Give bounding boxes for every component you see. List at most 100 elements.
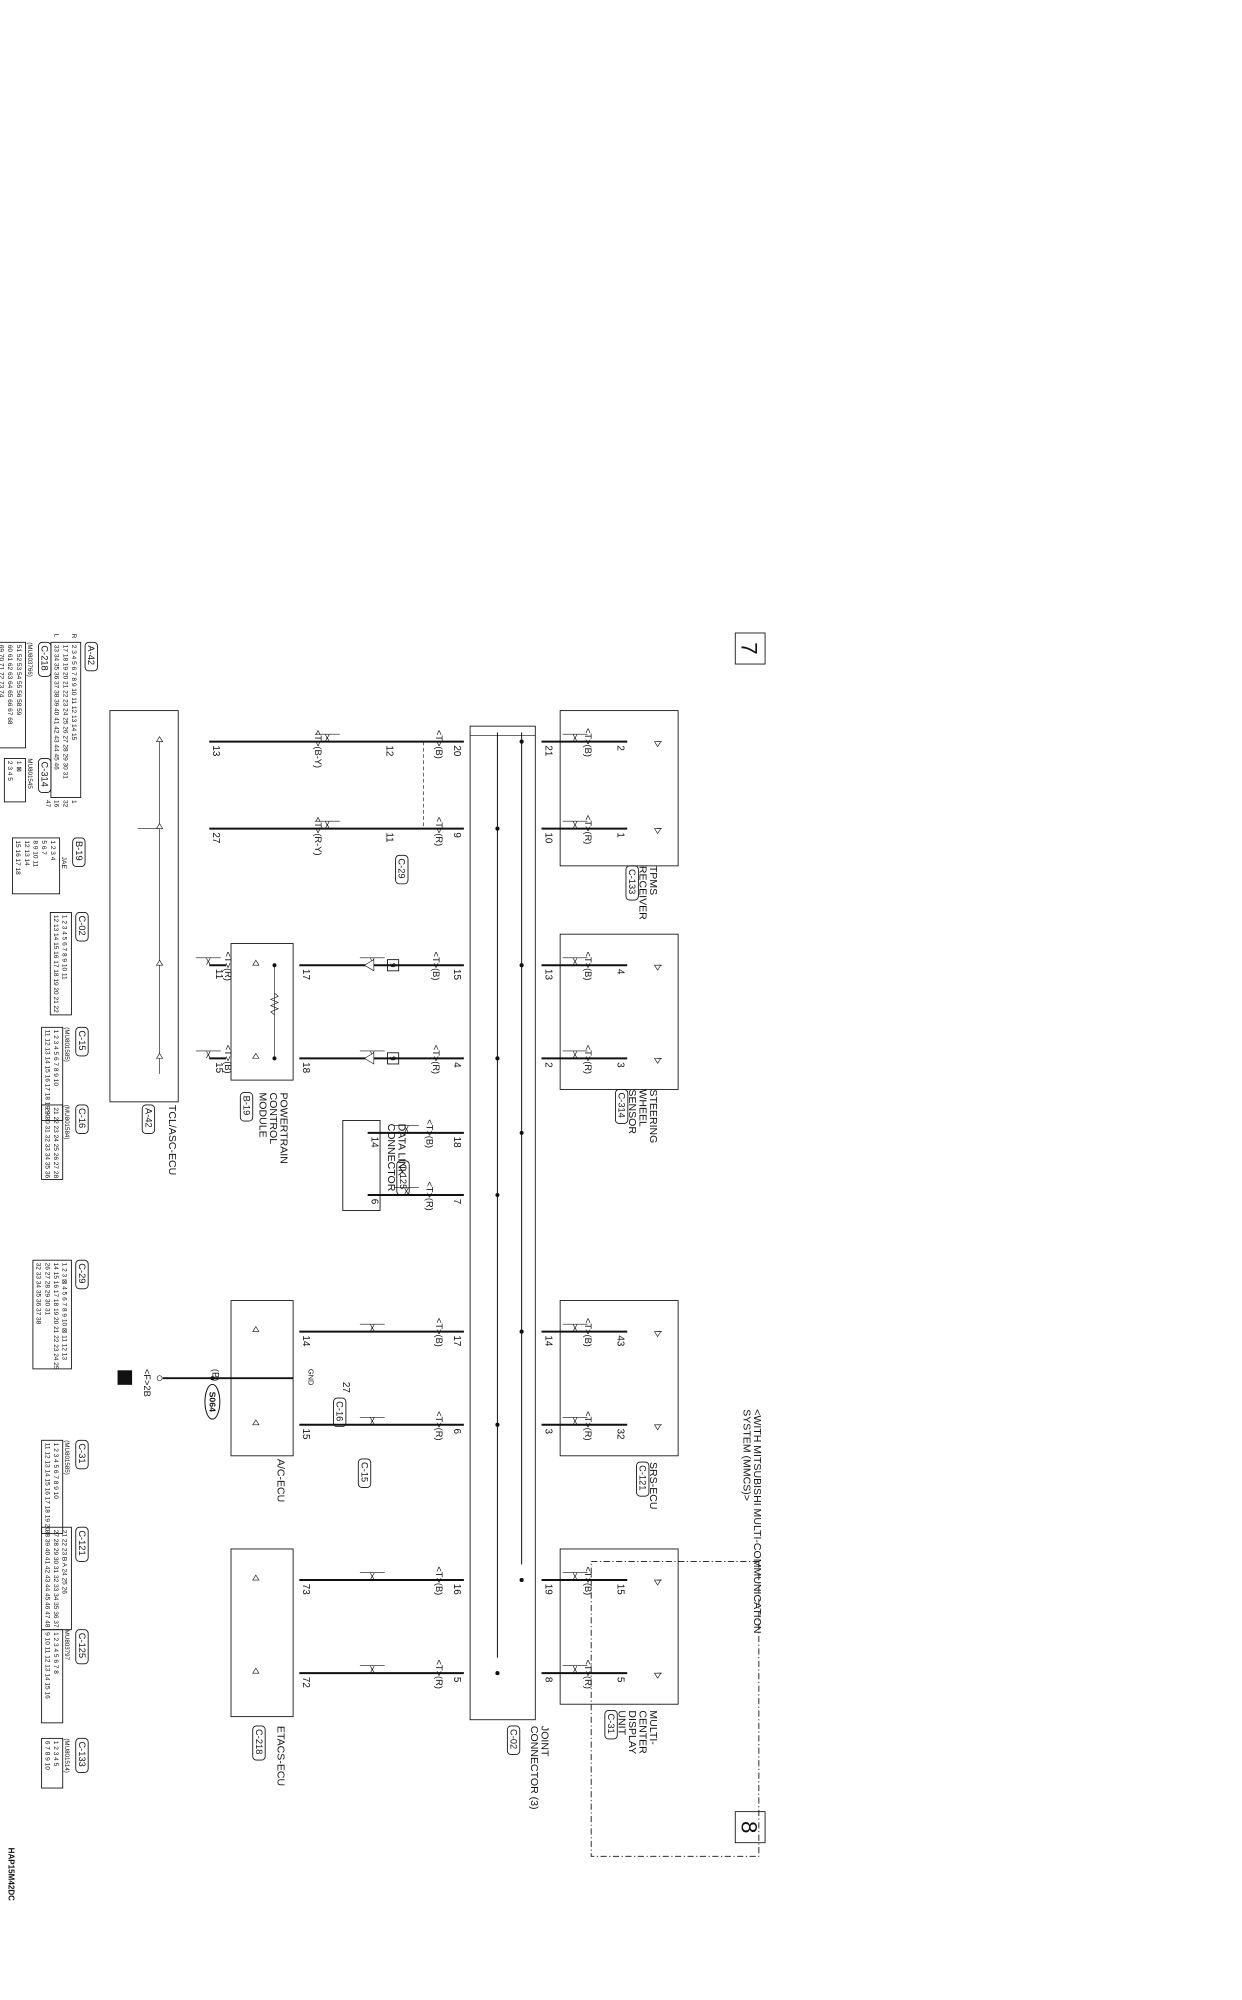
- arrow-head: [325, 736, 330, 742]
- multi-center-display-unit-box: [559, 1548, 679, 1705]
- wire-srs-b-pin-top: 43: [614, 1335, 625, 1347]
- srs-ecu-label: SRS-ECU: [647, 1462, 659, 1509]
- legend-frame: [3, 757, 26, 803]
- legend-row: 21 22 23 24 25 26 27 28: [52, 1107, 59, 1178]
- legend-part-code: (MU801584): [63, 1105, 70, 1139]
- pcm-label: MODULE: [257, 1093, 269, 1138]
- arrow-head: [572, 960, 578, 966]
- terminal-mark: [252, 1052, 260, 1059]
- steering-wheel-sensor-label: WHEEL: [637, 1089, 649, 1127]
- legend-title: C-133: [75, 1737, 89, 1773]
- legend-frame: [50, 641, 82, 798]
- wire-etacs-r-pin-bottom: 72: [300, 1677, 311, 1689]
- pcm-connector: B-19: [239, 1092, 254, 1122]
- junction-dot: [210, 1376, 215, 1381]
- arrow-head: [572, 1575, 578, 1580]
- legend-row: 15 16 17 18: [14, 840, 21, 875]
- arrow-head: [370, 1575, 375, 1580]
- terminal-mark: [155, 736, 164, 742]
- wire-pcm-b-color: <T>(B): [431, 952, 441, 981]
- ground-triangle-icon: [363, 1052, 375, 1065]
- connector-tag-text: B-19: [241, 1096, 251, 1116]
- arrow-head: [572, 1668, 578, 1673]
- wire-ac-b-pin-bottom: 14: [300, 1335, 311, 1347]
- wire-dlc-b-pin-top: 18: [451, 1137, 462, 1149]
- wire-steer-r-pin-top: 3: [614, 1062, 625, 1068]
- diagram-rotated: 78HAP15M42DCTPMSRECEIVERC-133STEERINGWHE…: [0, 614, 772, 1901]
- wire-ac-b-pin-top: 17: [451, 1335, 462, 1347]
- legend-pin: 32: [61, 800, 68, 808]
- connector-tag-frame: [38, 641, 52, 677]
- arrow-head: [572, 1053, 578, 1059]
- connector-tag-frame: [72, 837, 86, 867]
- gnd-pin: 27: [340, 1382, 351, 1394]
- ground-triangle-icon: [363, 959, 375, 972]
- connector-tag-frame: [604, 1709, 618, 1740]
- wire-steer-b-pin-top: 4: [614, 969, 625, 975]
- diode-box: [387, 1052, 400, 1065]
- connector-tag-frame: [84, 641, 98, 672]
- legend-part-code: (MU801585): [63, 1027, 70, 1061]
- wire-tcl-r-pin-top: 9: [451, 832, 462, 838]
- tcl-lower-b-color: <T>(B-Y): [313, 730, 323, 768]
- wire-steer-r: 32<T>(R): [495, 1045, 628, 1074]
- wire-srs-r-color: <T>(R): [583, 1411, 593, 1440]
- terminal-mark: [252, 1326, 260, 1332]
- wire-srs-r-pin-top: 32: [614, 1428, 625, 1440]
- wire-etacs-b-pin-bottom: 73: [300, 1584, 311, 1596]
- legend-row: 1 2 3 4 5 6 7 8 9 10: [52, 1030, 59, 1087]
- legend-row: 33 34 35 36 37 38 39 40 41 42 43 44 45 4…: [53, 645, 60, 770]
- connector-tag-frame: [75, 1629, 89, 1665]
- srs-ecu-box: [559, 1300, 679, 1457]
- gnd-wire-color: (B): [210, 1369, 220, 1381]
- connector-tag-text: C-125: [398, 1164, 408, 1189]
- gnd-label: GND: [307, 1369, 316, 1386]
- legend-frame: [41, 1104, 64, 1180]
- legend-part-code: MU803797: [63, 1630, 70, 1661]
- connector-tag-text: C-15: [359, 1462, 369, 1482]
- wire-dlc-b-pin-bottom: 14: [368, 1137, 379, 1149]
- wire-steer-r-pin-bottom: 2: [542, 1062, 553, 1068]
- connector-tag-frame: [252, 1725, 266, 1761]
- diode-markers: 99: [363, 959, 400, 1065]
- steering-wheel-sensor-connector: C-314: [614, 1088, 629, 1125]
- legend-row: 1 2 3 4 5: [52, 1741, 59, 1767]
- connector-tag-text: C-133: [77, 1741, 87, 1766]
- page-number-left: 7: [736, 642, 761, 654]
- terminal-mark: [155, 823, 164, 829]
- legend-row: 17 18 19 20 21 22 23 24 25 26 27 28 29 3…: [61, 645, 68, 779]
- connector-tag-text: C-218: [254, 1729, 264, 1754]
- tcl-upper-r-color: <T>(R): [434, 817, 444, 846]
- dlc-label: DATA LINK: [396, 1124, 408, 1176]
- resistor-icon: [269, 992, 280, 1016]
- legend-pin: 1: [70, 800, 77, 804]
- tcl-lower-r-color: <T>(R-Y): [313, 817, 323, 856]
- legend-frame: [11, 837, 61, 895]
- connector-tag-text: C-121: [638, 1465, 648, 1490]
- junction-dot: [519, 1130, 524, 1135]
- terminal-mark: [155, 1052, 164, 1059]
- legend-row: 60 61 62 63 64 65 66 67 68: [6, 645, 13, 725]
- etacs-box: [230, 1548, 294, 1718]
- wire-pcm-b-pin-bottom: 17: [300, 969, 311, 981]
- legend-row: 9 10 11 12 13 14 15 16: [43, 1632, 50, 1699]
- c29-pin-b: 12: [383, 745, 394, 757]
- connector-tag-text: C-125: [77, 1633, 87, 1658]
- arrow-head: [404, 1190, 409, 1195]
- legend-title: C-16: [75, 1104, 89, 1134]
- legend-title: C-218: [38, 641, 52, 677]
- connector-tag-frame: [239, 1092, 254, 1122]
- wire-ac-r: 615<T>(R): [299, 1411, 500, 1441]
- legend-part-code: (MU803766): [26, 642, 33, 676]
- terminal-mark: [155, 959, 164, 966]
- wire-mcdu-r-color: <T>(R): [583, 1660, 593, 1689]
- connector-tag-text: C-31: [77, 1443, 87, 1463]
- arrow-head: [206, 960, 211, 966]
- connector-tag-frame: [75, 1104, 89, 1134]
